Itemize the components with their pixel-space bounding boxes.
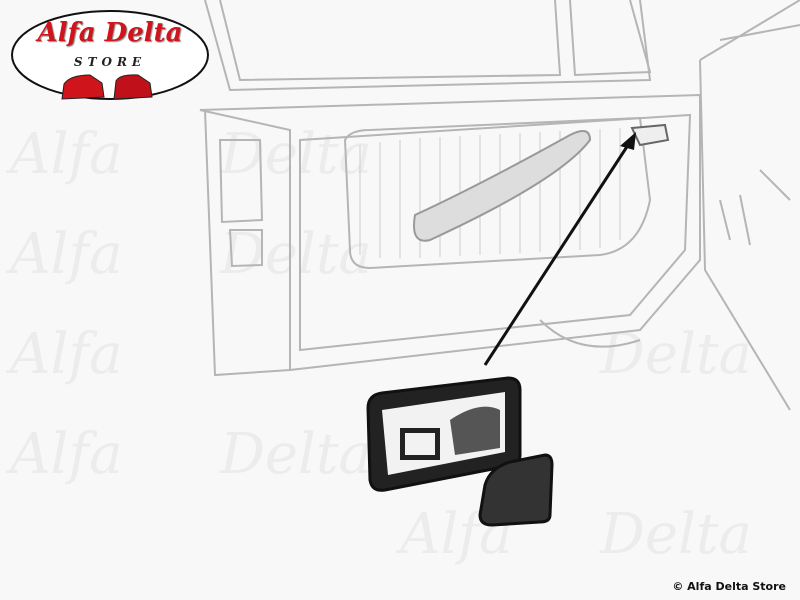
store-logo[interactable]: Alfa Delta STORE: [10, 9, 210, 101]
pointer-arrow: [483, 141, 632, 366]
logo-ellipse: [11, 10, 209, 100]
handle-pad-part: [478, 453, 554, 527]
cars-icon: [61, 74, 153, 100]
door-handle-escutcheon-part: [366, 376, 522, 492]
door-handle-location: [630, 123, 670, 147]
car-door-outline: [199, 0, 800, 411]
copyright-text: © Alfa Delta Store: [672, 580, 786, 593]
armrest: [413, 130, 592, 242]
logo-brand: Alfa Delta: [37, 18, 183, 48]
logo-subtitle: STORE: [73, 55, 147, 69]
pointer-arrowhead: [620, 132, 636, 150]
